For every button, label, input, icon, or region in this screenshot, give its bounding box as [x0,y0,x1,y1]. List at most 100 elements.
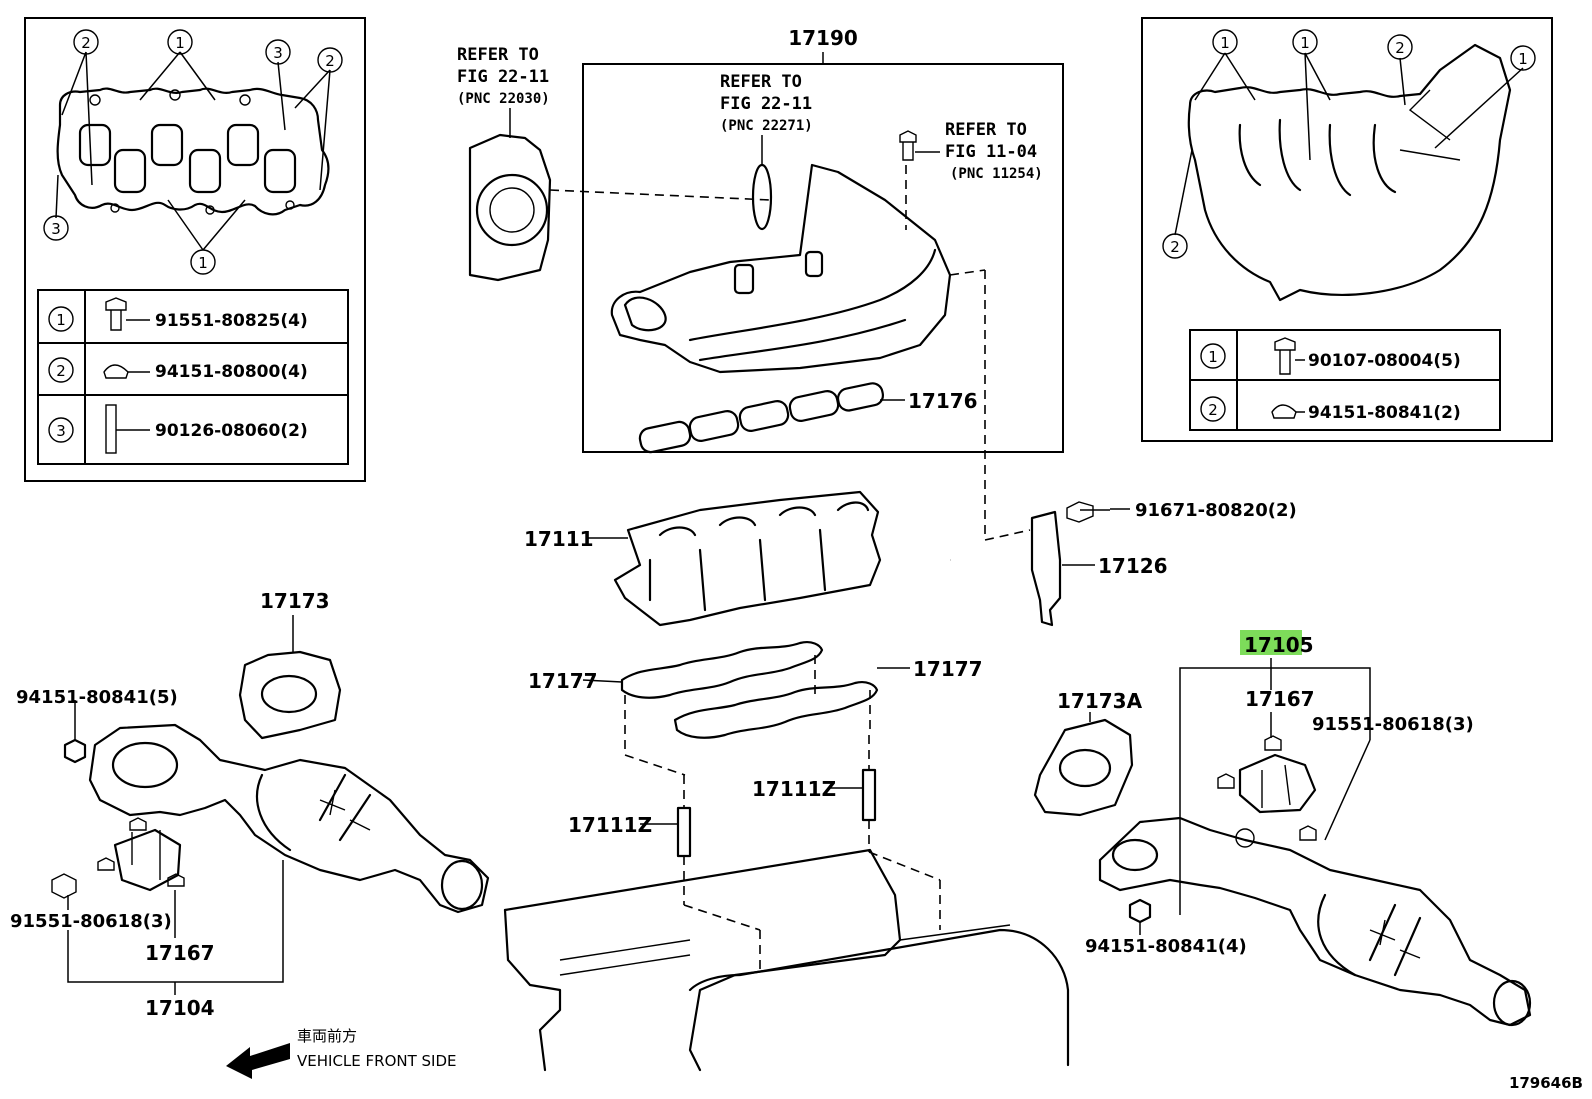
bracket-bolt [1066,501,1110,523]
table-key: 1 [1208,348,1218,366]
part-label-94151-80841: 94151-80841(5) [16,687,178,708]
left-inset-frame [24,17,366,482]
refer-note-throttle: REFER TO FIG 22-11 (PNC 22030) [457,45,550,138]
svg-text:(PNC 22271): (PNC 22271) [720,118,813,134]
part-label-91551-80618: 91551-80618(3) [1312,714,1474,735]
bolt-hole [205,205,215,215]
heat-insulator-17167 [1238,753,1317,814]
nut-icon [1271,404,1297,419]
svg-text:FIG 22-11: FIG 22-11 [457,67,549,87]
exhaust-assembly-17105: 17105 17167 91551-80618(3) 17173A 94151-… [1033,630,1532,1027]
converter-detail [319,789,371,831]
gasket-17173 [238,650,342,740]
part-label-91551-80618: 91551-80618(3) [10,911,172,932]
studs-17111z: 17111Z 17111Z [568,735,941,975]
callout-number: 3 [273,44,283,62]
callout-number: 2 [81,34,91,52]
exhaust-manifold-right [1098,816,1532,1027]
gasket-port [226,123,260,167]
refer-note-stud: REFER TO FIG 11-04 (PNC 11254) [899,120,1043,230]
part-label-17190: 17190 [788,26,858,50]
table-key: 3 [56,422,66,440]
callout-number: 3 [51,220,61,238]
gasket-port [188,148,222,194]
insulator-bolt [1217,735,1317,841]
gasket-port [113,148,147,194]
plenum-boss [733,263,755,295]
callout-circle [190,249,216,275]
highlight-17105 [1240,630,1302,655]
svg-text:REFER TO: REFER TO [457,45,539,65]
stud [861,768,877,822]
part-label-17167: 17167 [145,941,215,965]
part-label-17104: 17104 [145,996,215,1020]
part-label-17177: 17177 [913,657,983,681]
right-inset-frame [1141,17,1553,442]
lower-manifold-body [613,490,882,627]
manifold-gaskets-17177: 17177 17177 [528,641,983,776]
table-part-number: 94151-80841(2) [1308,403,1461,423]
part-label-94151-80841: 94151-80841(4) [1085,936,1247,957]
plenum-flange [623,296,667,332]
plenum-contour [698,318,907,362]
refer-note-gasket: REFER TO FIG 22-11 (PNC 22271) [720,72,813,165]
manifold-bracket: 17126 91671-80820(2) [1030,500,1297,627]
shield-detail [1399,89,1461,161]
exhaust-manifold-left [88,723,490,914]
table-key: 2 [1208,401,1218,419]
outlet-flange [440,859,484,911]
left-fastener-table: 1 2 3 91551-80825(4) 94151-80800(4) 9012… [37,289,349,465]
manifold-inlet [111,741,179,789]
callout-circle [43,215,69,241]
part-label-17177: 17177 [528,669,598,693]
sensor-boss [1235,828,1255,848]
heat-insulator-17167 [113,828,182,892]
manifold-runner [648,528,827,612]
stud [676,806,692,858]
hidden-line [949,269,986,276]
callout-number: 2 [325,52,335,70]
bracket-17126 [1030,510,1062,627]
converter-detail [1369,919,1421,959]
leader-line [55,174,59,219]
bolt-hole [285,200,295,210]
exhaust-nut [1128,898,1152,924]
leader-line [167,199,246,251]
part-label-17111z: 17111Z [568,813,652,837]
svg-text:FIG 22-11: FIG 22-11 [720,94,812,114]
figure-code: 179646B [1509,1074,1583,1092]
assembly-bracket [1179,667,1371,915]
svg-text:REFER TO: REFER TO [945,120,1027,140]
callout-number: 1 [175,34,185,52]
callout-circle [317,47,343,73]
callout-number: 1 [1518,50,1528,68]
leader-line [139,51,216,101]
hidden-line [549,189,771,201]
callout-number: 2 [1395,39,1405,57]
table-key: 1 [56,311,66,329]
intake-manifold-group: 17190 REFER TO FIG 22-11 (PNC 22030) REF… [457,26,1064,541]
bolt-hole [89,94,101,106]
table-part-number: 91551-80825(4) [155,311,308,331]
callout-number: 1 [1300,34,1310,52]
part-label-91671-80820: 91671-80820(2) [1135,500,1297,521]
cylinder-head-right [688,928,1070,1067]
table-part-number: 90107-08004(5) [1308,351,1461,371]
part-label-17126: 17126 [1098,554,1168,578]
front-note-en: VEHICLE FRONT SIDE [297,1052,457,1070]
insulator-detail [131,830,161,880]
intake-plenum [610,163,952,374]
bolt-hole [239,94,251,106]
leader-line [294,69,331,191]
hidden-line [984,529,1031,541]
callout-number: 1 [198,254,208,272]
manifold-port [658,501,870,537]
leader-line [1174,149,1193,236]
engine-block-outline [503,848,1070,1072]
insulator-bolt [97,817,185,887]
leader-line [1399,57,1406,106]
bolt-icon [105,297,127,331]
heat-shield-outline [1187,43,1512,302]
gasket-port [78,123,112,167]
right-inset: 1 1 2 1 2 1 2 90107-08004(5) 94151-80841… [1141,17,1553,442]
